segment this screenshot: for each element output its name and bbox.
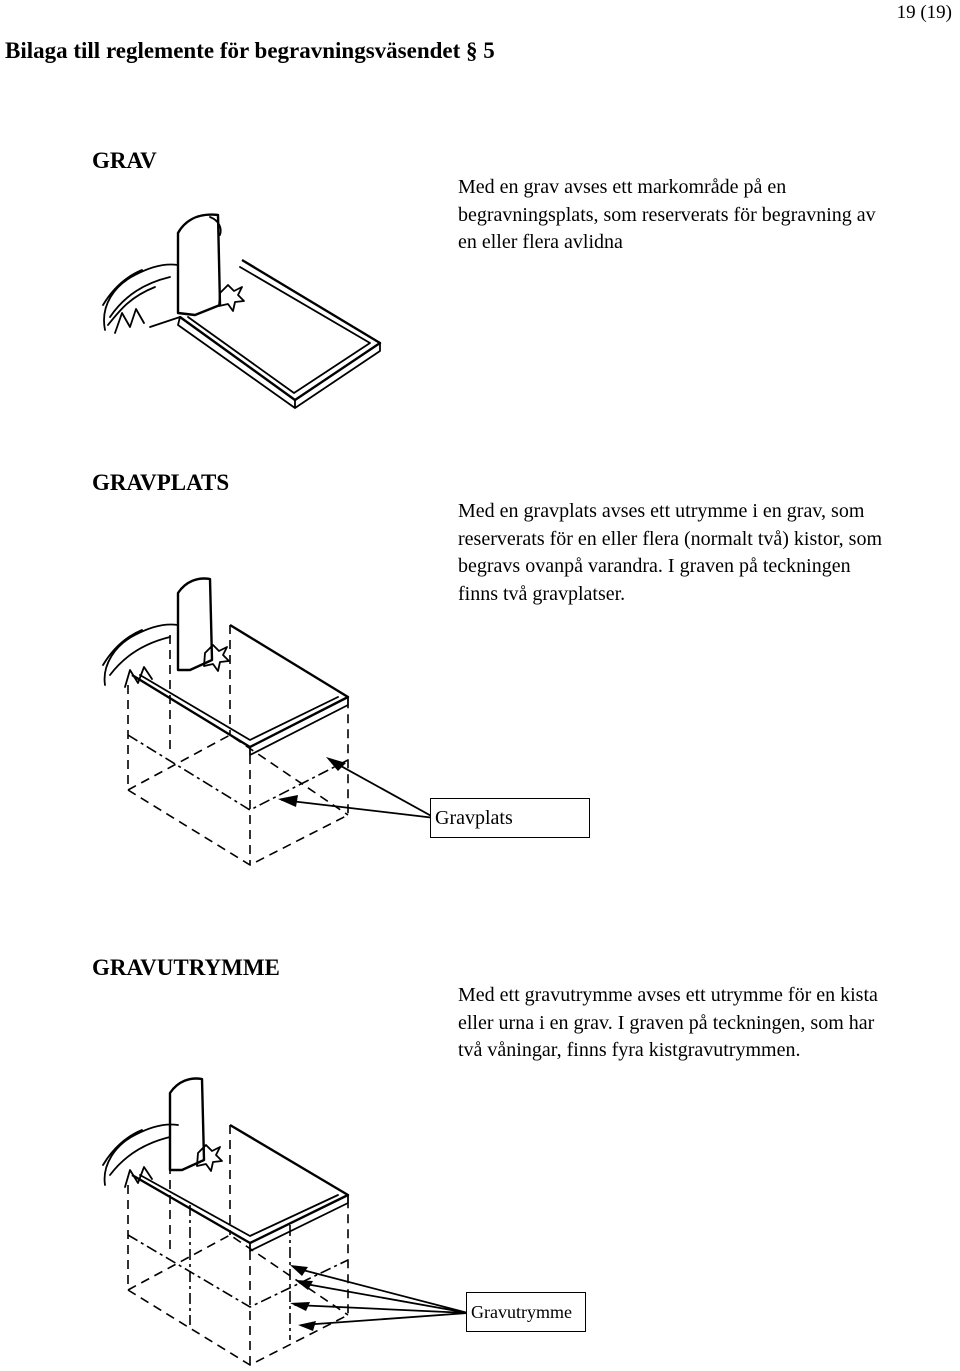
- text-line: Med en grav avses ett markområde på en: [458, 176, 787, 198]
- text-line: reserverats för en eller flera (normalt …: [458, 527, 883, 550]
- section-heading-gravplats: GRAVPLATS: [92, 470, 230, 495]
- text-line: två våningar, finns fyra kistgravutrymme…: [458, 1039, 801, 1061]
- grave-illustration: [102, 213, 382, 409]
- callout-label-gravplats: Gravplats: [430, 798, 590, 838]
- gravutrymme-illustration: [102, 1077, 469, 1366]
- section-text-gravplats: Med en gravplats avses ett utrymme i en …: [458, 498, 882, 608]
- callout-label-gravutrymme: Gravutrymme: [466, 1292, 586, 1332]
- gravplats-illustration: [102, 577, 436, 866]
- text-line: en eller flera avlidna: [458, 231, 623, 253]
- text-line: finns två gravplatser.: [458, 582, 626, 605]
- section-text-grav: Med en grav avses ett markområde på en b…: [458, 174, 876, 257]
- page-number: 19 (19): [896, 2, 952, 23]
- section-text-gravutrymme: Med ett gravutrymme avses ett utrymme fö…: [458, 982, 878, 1065]
- document-title: Bilaga till reglemente för begravningsvä…: [5, 38, 495, 63]
- text-line: begravningsplats, som reserverats för be…: [458, 203, 876, 226]
- text-line: eller urna i en grav. I graven på teckni…: [458, 1011, 875, 1034]
- section-heading-grav: GRAV: [92, 148, 157, 173]
- text-line: Med en gravplats avses ett utrymme i en …: [458, 500, 865, 522]
- section-heading-gravutrymme: GRAVUTRYMME: [92, 955, 280, 980]
- text-line: Med ett gravutrymme avses ett utrymme fö…: [458, 984, 878, 1006]
- text-line: begravs ovanpå varandra. I graven på tec…: [458, 555, 851, 577]
